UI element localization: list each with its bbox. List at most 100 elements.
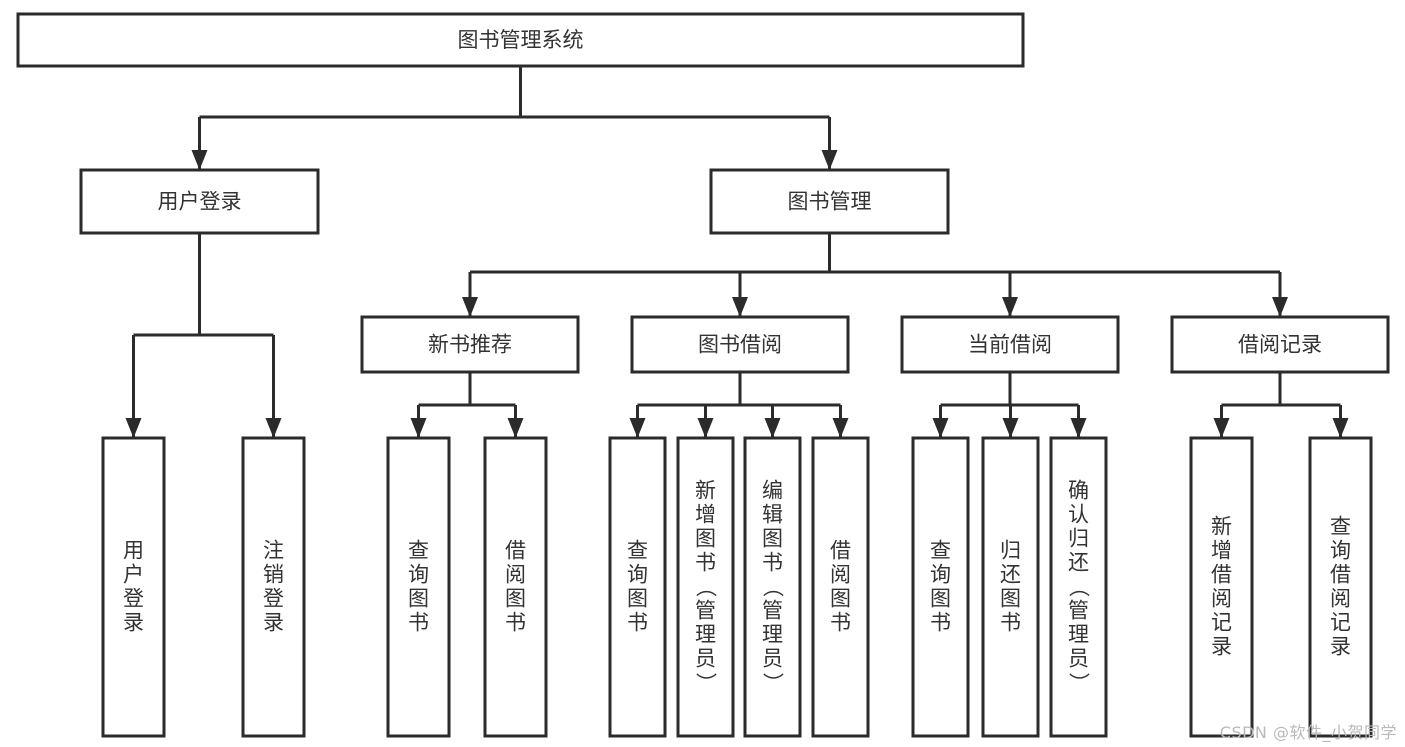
node-leaf-query-book-2-label-char: 书 bbox=[627, 611, 648, 635]
node-leaf-add-book-label-char: 理 bbox=[695, 623, 716, 647]
node-borrow-record-box[interactable] bbox=[1170, 315, 1390, 374]
node-leaf-return-book-label-char: 书 bbox=[1000, 611, 1021, 635]
node-leaf-confirm-return-box[interactable] bbox=[1049, 436, 1108, 738]
node-leaf-borrow-book-1-label-char: 书 bbox=[505, 611, 526, 635]
node-leaf-confirm-return-label-char: ） bbox=[1067, 672, 1091, 693]
arrow-head-icon bbox=[191, 150, 208, 170]
node-leaf-add-record-label-char: 增 bbox=[1211, 539, 1232, 563]
node-leaf-user-login-label-char: 录 bbox=[123, 611, 144, 635]
arrow-head-icon bbox=[732, 297, 748, 317]
node-leaf-user-login[interactable]: 用户登录 bbox=[101, 436, 166, 738]
arrow-head-icon bbox=[1213, 418, 1230, 438]
node-user-login[interactable]: 用户登录 bbox=[79, 168, 320, 235]
node-leaf-add-record-label-char: 录 bbox=[1211, 635, 1232, 659]
connector-layer bbox=[125, 66, 1349, 438]
node-leaf-query-record-label-char: 阅 bbox=[1330, 587, 1351, 611]
node-book-manage-box[interactable] bbox=[709, 168, 950, 235]
node-leaf-edit-book-label-char: 辑 bbox=[762, 503, 783, 527]
node-leaf-add-record-label-char: 阅 bbox=[1211, 587, 1232, 611]
arrow-head-icon bbox=[697, 418, 714, 438]
node-leaf-add-book-box[interactable] bbox=[676, 436, 735, 738]
arrow-head-icon bbox=[629, 418, 646, 438]
node-leaf-query-record-label-char: 查 bbox=[1330, 515, 1351, 539]
node-current-borrow[interactable]: 当前借阅 bbox=[900, 315, 1120, 374]
node-leaf-query-record-box[interactable] bbox=[1308, 436, 1373, 738]
node-leaf-borrow-book-1-label-char: 图 bbox=[505, 587, 526, 611]
node-root-图书管理系统[interactable]: 图书管理系统 bbox=[16, 12, 1025, 68]
node-leaf-confirm-return-label-char: 理 bbox=[1068, 623, 1089, 647]
arrow-head-icon bbox=[410, 418, 427, 438]
node-leaf-add-record-box[interactable] bbox=[1189, 436, 1254, 738]
node-leaf-confirm-return-label-char: 确 bbox=[1068, 479, 1089, 503]
node-book-manage[interactable]: 图书管理 bbox=[709, 168, 950, 235]
node-leaf-edit-book-label-char: 编 bbox=[762, 479, 783, 503]
node-leaf-borrow-book-2-label-char: 阅 bbox=[830, 563, 851, 587]
node-leaf-query-book-1-box[interactable] bbox=[386, 436, 451, 738]
node-user-login-box[interactable] bbox=[79, 168, 320, 235]
node-leaf-borrow-book-1-box[interactable] bbox=[483, 436, 548, 738]
node-leaf-return-book-box[interactable] bbox=[981, 436, 1040, 738]
node-leaf-confirm-return-label-char: 员 bbox=[1068, 647, 1089, 671]
node-leaf-query-record-label-char: 录 bbox=[1330, 635, 1351, 659]
arrow-head-icon bbox=[932, 418, 949, 438]
arrow-head-icon bbox=[1070, 418, 1087, 438]
node-leaf-edit-book-label-char: 理 bbox=[762, 623, 783, 647]
node-borrow-record[interactable]: 借阅记录 bbox=[1170, 315, 1390, 374]
node-leaf-add-record-label-char: 新 bbox=[1211, 515, 1232, 539]
node-leaf-confirm-return-label-char: 认 bbox=[1068, 503, 1089, 527]
arrow-head-icon bbox=[1002, 297, 1018, 317]
node-book-borrow[interactable]: 图书借阅 bbox=[630, 315, 850, 374]
node-leaf-edit-book-box[interactable] bbox=[743, 436, 802, 738]
node-leaf-borrow-book-2-label-char: 图 bbox=[830, 587, 851, 611]
node-leaf-edit-book-label-char: 员 bbox=[762, 647, 783, 671]
arrow-head-icon bbox=[265, 418, 282, 438]
node-leaf-query-record-label-char: 记 bbox=[1330, 611, 1351, 635]
node-leaf-confirm-return-label-char: 管 bbox=[1068, 599, 1089, 623]
node-book-borrow-box[interactable] bbox=[630, 315, 850, 374]
node-leaf-borrow-book-2-box[interactable] bbox=[811, 436, 870, 738]
node-new-book-rec[interactable]: 新书推荐 bbox=[360, 315, 580, 374]
node-leaf-user-login-label-char: 登 bbox=[123, 587, 144, 611]
node-leaf-logout-label-char: 录 bbox=[263, 611, 284, 635]
node-new-book-rec-box[interactable] bbox=[360, 315, 580, 374]
arrow-head-icon bbox=[125, 418, 142, 438]
node-leaf-add-record-label-char: 记 bbox=[1211, 611, 1232, 635]
node-current-borrow-box[interactable] bbox=[900, 315, 1120, 374]
node-leaf-logout-box[interactable] bbox=[241, 436, 306, 738]
node-leaf-return-book-label-char: 归 bbox=[1000, 539, 1021, 563]
node-layer: 图书管理系统用户登录图书管理新书推荐图书借阅当前借阅借阅记录用户登录注销登录查询… bbox=[16, 12, 1390, 738]
arrow-head-icon bbox=[462, 297, 478, 317]
node-leaf-borrow-book-1-label-char: 借 bbox=[505, 539, 526, 563]
node-leaf-query-book-2-label-char: 图 bbox=[627, 587, 648, 611]
node-leaf-add-book-label-char: 新 bbox=[695, 479, 716, 503]
node-leaf-query-book-3-box[interactable] bbox=[911, 436, 970, 738]
node-leaf-return-book-label-char: 还 bbox=[1000, 563, 1021, 587]
arrow-head-icon bbox=[821, 150, 838, 170]
node-leaf-add-book-label-char: 员 bbox=[695, 647, 716, 671]
node-root-图书管理系统-box[interactable] bbox=[16, 12, 1025, 68]
node-leaf-add-book-label-char: 图 bbox=[695, 527, 716, 551]
node-leaf-confirm-return-label-char: 还 bbox=[1068, 551, 1089, 575]
node-user-login-label: 用户登录 bbox=[158, 190, 242, 214]
node-leaf-logout-label-char: 销 bbox=[263, 563, 284, 587]
node-leaf-borrow-book-2-label-char: 借 bbox=[830, 539, 851, 563]
node-leaf-query-book-1-label-char: 询 bbox=[408, 563, 429, 587]
node-leaf-query-book-2-box[interactable] bbox=[608, 436, 667, 738]
node-leaf-query-record-label-char: 借 bbox=[1330, 563, 1351, 587]
node-leaf-user-login-box[interactable] bbox=[101, 436, 166, 738]
node-leaf-query-book-2-label-char: 询 bbox=[627, 563, 648, 587]
